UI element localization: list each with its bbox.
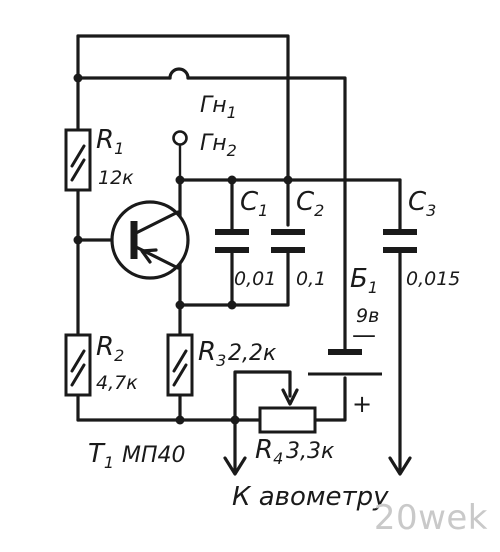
transistor-t1 xyxy=(110,200,190,280)
r3-value: 2,2к xyxy=(228,341,277,366)
r2-body xyxy=(64,333,92,397)
gn2-terminal-icon xyxy=(172,130,188,146)
junction-dot xyxy=(175,415,185,425)
r1-label: R1 xyxy=(96,125,124,158)
r1-hatch xyxy=(70,144,86,168)
r1-body xyxy=(64,128,92,192)
capacitor-c3 xyxy=(383,229,417,253)
r2-label: R2 xyxy=(96,332,124,365)
junction-dot xyxy=(175,175,185,185)
capacitor-c2 xyxy=(271,229,305,253)
b1-value: 9в xyxy=(356,305,379,327)
r3-hatch xyxy=(172,363,188,387)
b1-label: Б1 xyxy=(350,264,378,297)
r4-wiper-arrow-icon xyxy=(281,388,299,406)
output-arrow-right-icon xyxy=(388,456,412,476)
resistor-r2 xyxy=(64,333,92,397)
t1-collector xyxy=(134,210,180,235)
t1-emitter-arrow-icon xyxy=(140,248,158,264)
potentiometer-r4 xyxy=(258,388,317,434)
emitter-rail xyxy=(178,250,290,307)
r1-value: 12к xyxy=(98,167,134,189)
junction-dot xyxy=(283,175,293,185)
r3-body xyxy=(166,333,194,397)
gn2-label: Гн2 xyxy=(200,131,237,160)
capacitor-c1 xyxy=(215,229,249,253)
junctions xyxy=(73,73,293,425)
r2-hatch xyxy=(70,363,86,387)
c1-label: C1 xyxy=(240,187,268,220)
r4-wiper-wire xyxy=(233,370,292,422)
watermark: 20wek xyxy=(373,498,488,538)
r3-label: R3 xyxy=(198,337,226,370)
battery-b1 xyxy=(308,349,382,376)
c1-value: 0,01 xyxy=(234,268,276,290)
avometer-label: К авометру xyxy=(232,482,389,512)
resistor-r1 xyxy=(64,128,92,192)
output-arrow-left-icon xyxy=(223,456,247,476)
t1-value: МП40 xyxy=(122,443,186,468)
b1-plus-sign: + xyxy=(352,390,372,418)
r3-hatch xyxy=(172,349,188,373)
r2-value: 4,7к xyxy=(96,372,138,394)
junction-dot xyxy=(175,300,185,310)
resistor-r3 xyxy=(166,333,194,397)
c2-value: 0,1 xyxy=(296,268,326,290)
junction-dot xyxy=(227,175,237,185)
junction-dot xyxy=(73,235,83,245)
gn1-wire-right xyxy=(186,76,347,352)
r4-value: 3,3к xyxy=(286,439,335,464)
b1-minus-sign: — xyxy=(352,321,376,349)
crossing-arc xyxy=(168,67,190,80)
r4-right-lead xyxy=(313,376,347,422)
t1-label: T1 xyxy=(88,439,114,472)
c2-label: C2 xyxy=(296,187,324,220)
c3-label: C3 xyxy=(408,187,436,220)
c3-value: 0,015 xyxy=(406,268,460,290)
junction-dot xyxy=(230,415,240,425)
junction-dot xyxy=(73,73,83,83)
r4-label: R4 xyxy=(255,435,283,468)
r4-body xyxy=(258,406,317,434)
r1-hatch xyxy=(70,158,86,182)
gn1-label: Гн1 xyxy=(200,93,237,122)
top-wire xyxy=(76,34,290,227)
r2-hatch xyxy=(70,349,86,373)
junction-dot xyxy=(227,300,237,310)
